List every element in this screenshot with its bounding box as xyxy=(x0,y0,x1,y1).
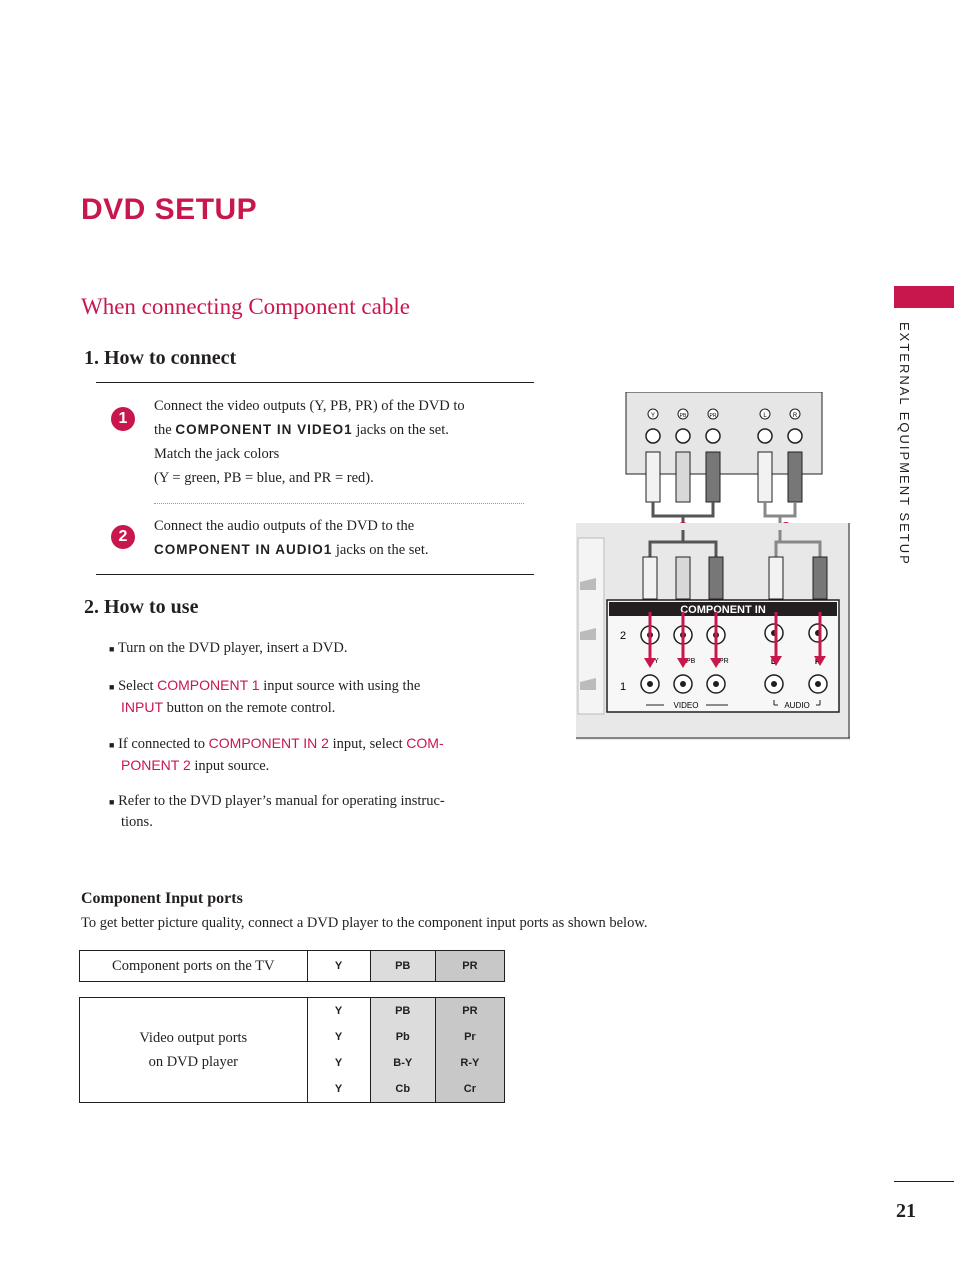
use-bullet-1-text: Turn on the DVD player, insert a DVD. xyxy=(117,640,348,656)
row-1-label: 1 xyxy=(620,681,626,693)
use-bullet-4: ■ Refer to the DVD player’s manual for o… xyxy=(109,793,445,830)
use-bullet-3-post: input source. xyxy=(194,758,270,774)
use-bullet-4-text-b: tions. xyxy=(121,814,153,830)
dvd-ports-table: Video output ports on DVD player Y PB PR… xyxy=(79,997,506,1103)
tv-jack-label-l: L xyxy=(771,659,776,666)
footer-rule xyxy=(894,1181,954,1182)
dvd-cell: R-Y xyxy=(434,1049,506,1076)
tv-ports-label: Component ports on the TV xyxy=(79,950,308,982)
page-number: 21 xyxy=(896,1200,916,1222)
component-in-audio1-label: COMPONENT IN AUDIO1 xyxy=(154,542,333,557)
dvd-jacks: Y PB PR L R xyxy=(647,408,801,420)
component-in-panel-title: COMPONENT IN xyxy=(680,604,766,616)
tv-jack-label-y: Y xyxy=(654,658,659,665)
how-to-connect-heading: 1. How to connect xyxy=(84,347,237,369)
step-2-badge: 2 xyxy=(111,525,135,549)
dvd-cell: Pr xyxy=(434,1024,506,1050)
step-2-jacks: jacks on the set. xyxy=(335,542,429,558)
step-1-the: the xyxy=(154,422,172,438)
use-bullet-2-post: input source with using the xyxy=(263,678,421,694)
dvd-cell: Y xyxy=(306,1075,371,1103)
dvd-cell: B-Y xyxy=(369,1049,436,1076)
side-tab xyxy=(894,286,954,308)
component-2-label-b: PONENT 2 xyxy=(121,757,191,773)
tv-jack-label-pr: PR xyxy=(719,658,729,665)
use-bullet-3-pre: If connected to xyxy=(118,736,206,752)
dvd-cell: PB xyxy=(369,997,436,1025)
dvd-ports-label: Video output ports on DVD player xyxy=(79,997,308,1103)
dvd-cell: Y xyxy=(306,1049,371,1076)
section-subtitle: When connecting Component cable xyxy=(81,294,410,319)
tv-jack-label-pb: PB xyxy=(686,658,696,665)
step-1-line-1: Connect the video outputs (Y, PB, PR) of… xyxy=(154,398,465,414)
tv-col-pb: PB xyxy=(369,950,436,982)
dvd-cell: Cr xyxy=(434,1075,506,1103)
step-1-badge: 1 xyxy=(111,407,135,431)
step-1-text: Connect the video outputs (Y, PB, PR) of… xyxy=(154,394,524,490)
step-1-line-2: the COMPONENT IN VIDEO1 jacks on the set… xyxy=(154,418,524,442)
tv-jack-label-r: R xyxy=(815,659,820,666)
dvd-jack-label-pb: PB xyxy=(680,413,687,419)
tv-col-pr: PR xyxy=(434,950,506,982)
step-1-line-4: (Y = green, PB = blue, and PR = red). xyxy=(154,470,374,486)
step-2-line-1: Connect the audio outputs of the DVD to … xyxy=(154,518,415,534)
connection-diagram: Y PB PR L R 1 2 COM xyxy=(576,392,850,740)
dvd-jack-label-y: Y xyxy=(651,413,655,419)
component-ports-heading: Component Input ports xyxy=(81,890,243,907)
step-1-jacks: jacks on the set. xyxy=(356,422,449,438)
divider xyxy=(96,382,534,383)
dvd-ports-label-2: on DVD player xyxy=(148,1054,238,1070)
component-in-video1-label: COMPONENT IN VIDEO1 xyxy=(175,422,353,437)
use-bullet-2-pre: Select xyxy=(118,678,154,694)
dvd-jack-label-pr: PR xyxy=(710,413,717,419)
dotted-divider xyxy=(154,503,524,504)
dvd-jack-label-l: L xyxy=(763,413,767,419)
dvd-cell: Y xyxy=(306,1024,371,1050)
dvd-cell: Cb xyxy=(369,1075,436,1103)
tv-ports-table: Component ports on the TV Y PB PR xyxy=(79,950,506,982)
row-2-label: 2 xyxy=(620,630,626,642)
video-label: VIDEO xyxy=(674,701,699,710)
step-1-line-3: Match the jack colors xyxy=(154,446,280,462)
dvd-ports-label-1: Video output ports xyxy=(139,1030,248,1046)
use-bullet-4-text-a: Refer to the DVD player’s manual for ope… xyxy=(118,793,445,809)
input-label: INPUT xyxy=(121,699,163,715)
use-bullet-2-post2: button on the remote control. xyxy=(166,700,336,716)
dvd-cell: Pb xyxy=(369,1024,436,1050)
divider xyxy=(96,574,534,575)
use-bullet-3: ■ If connected to COMPONENT IN 2 input, … xyxy=(109,735,444,774)
dvd-jack-label-r: R xyxy=(793,413,798,419)
component-2-label-a: COM- xyxy=(406,735,444,751)
component-ports-intro: To get better picture quality, connect a… xyxy=(81,915,648,931)
page-title: DVD SETUP xyxy=(81,193,258,226)
use-bullet-3-mid: input, select xyxy=(332,736,403,752)
audio-label: AUDIO xyxy=(784,701,809,710)
use-bullet-2: ■ Select COMPONENT 1 input source with u… xyxy=(109,677,421,716)
step-2-line-2: COMPONENT IN AUDIO1 jacks on the set. xyxy=(154,538,524,562)
component-1-label: COMPONENT 1 xyxy=(157,677,260,693)
side-label: EXTERNAL EQUIPMENT SETUP xyxy=(897,322,912,566)
tv-col-y: Y xyxy=(306,950,371,982)
dvd-cell: PR xyxy=(434,997,506,1025)
step-2-text: Connect the audio outputs of the DVD to … xyxy=(154,514,524,562)
dvd-cell: Y xyxy=(306,997,371,1025)
how-to-use-heading: 2. How to use xyxy=(84,596,199,618)
use-bullet-1: ■ Turn on the DVD player, insert a DVD. xyxy=(109,640,348,656)
component-in-2-label: COMPONENT IN 2 xyxy=(208,735,329,751)
